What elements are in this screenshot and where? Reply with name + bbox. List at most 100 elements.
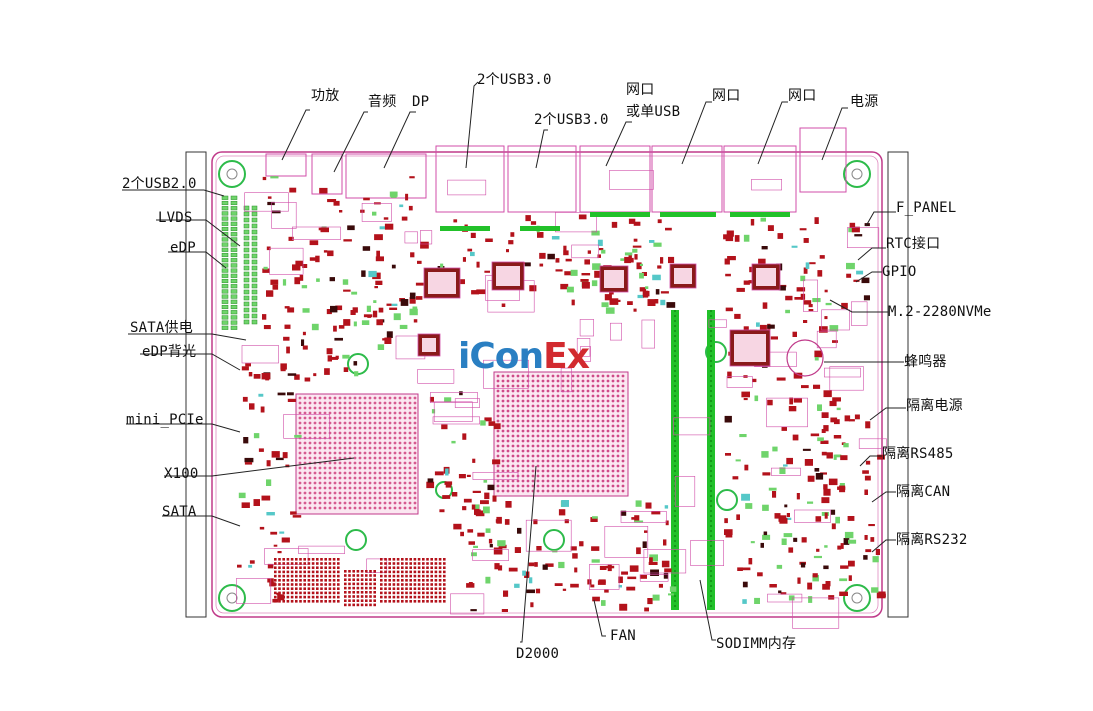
memory-pad [316, 583, 319, 586]
bga-ball [403, 406, 407, 410]
memory-pad [438, 579, 442, 582]
smd-component [770, 336, 778, 340]
smd-component [739, 434, 747, 438]
smd-component [725, 307, 733, 312]
smd-component [416, 296, 423, 300]
bga-ball [581, 414, 585, 418]
component-outline [708, 319, 727, 328]
smd-component [282, 279, 287, 286]
smd-component [649, 557, 653, 564]
bga-ball [308, 456, 312, 460]
smd-component [836, 407, 841, 411]
smd-component [384, 223, 394, 230]
memory-pad [438, 566, 442, 569]
smd-component [807, 582, 813, 590]
smd-component [302, 264, 308, 268]
smd-component [524, 571, 530, 578]
memory-pad [316, 579, 319, 582]
bga-ball [363, 461, 367, 465]
bga-ball [393, 426, 397, 430]
memory-pad [344, 599, 347, 602]
bga-ball [596, 384, 600, 388]
bga-ball [358, 486, 362, 490]
bga-ball [388, 411, 392, 415]
bga-ball [611, 399, 615, 403]
bga-ball [398, 401, 402, 405]
bga-ball [516, 439, 520, 443]
smd-component [758, 258, 766, 264]
bga-ball [343, 431, 347, 435]
bga-ball [313, 481, 317, 485]
bga-ball [526, 409, 530, 413]
smd-component [788, 595, 795, 601]
smd-component [287, 398, 296, 402]
component-outline [454, 398, 480, 408]
smd-component [652, 274, 661, 281]
bga-ball [393, 476, 397, 480]
bga-ball [606, 399, 610, 403]
memory-pad [426, 591, 429, 595]
smd-component [494, 563, 500, 570]
bga-ball [576, 384, 580, 388]
header-pin [230, 320, 238, 325]
memory-pad [438, 570, 442, 574]
smd-component [383, 217, 389, 220]
bga-ball [501, 424, 505, 428]
smd-component [390, 191, 397, 198]
bga-ball [601, 444, 605, 448]
header-pin [243, 289, 250, 295]
memory-pad [278, 600, 281, 603]
bga-ball [576, 454, 580, 458]
bga-ball [581, 389, 585, 393]
bga-ball [561, 479, 565, 483]
bga-ball [616, 419, 620, 423]
bga-ball [303, 471, 307, 475]
smd-component [238, 492, 246, 499]
label-iso-power: 隔离电源 [906, 398, 963, 414]
bga-ball [576, 464, 580, 468]
smd-component [391, 264, 396, 269]
bga-ball [591, 449, 595, 453]
smd-component [832, 340, 838, 343]
memory-pad [396, 591, 400, 595]
bga-ball [383, 466, 387, 470]
bga-ball [353, 491, 357, 495]
bga-ball [398, 456, 402, 460]
bga-ball [403, 436, 407, 440]
bga-ball [323, 421, 327, 425]
bga-ball [601, 424, 605, 428]
bga-ball [308, 506, 312, 510]
bga-ball [388, 456, 392, 460]
bga-ball [566, 374, 570, 378]
smd-component [629, 565, 639, 572]
pad-strip [660, 212, 716, 217]
memory-pad [396, 579, 400, 582]
smd-component [743, 234, 750, 242]
smd-component [484, 492, 490, 500]
memory-pad [380, 600, 383, 603]
smd-component [644, 607, 649, 612]
smd-component [287, 392, 294, 396]
bga-ball [328, 411, 332, 415]
bga-ball [393, 466, 397, 470]
bga-ball [378, 446, 382, 450]
memory-pad [430, 566, 433, 569]
bga-ball [318, 406, 322, 410]
bga-ball [298, 481, 302, 485]
bga-ball [586, 489, 590, 493]
bga-ball [343, 451, 347, 455]
bga-ball [531, 399, 535, 403]
bga-ball [313, 476, 317, 480]
memory-pad [434, 566, 438, 569]
bga-ball [303, 476, 307, 480]
bga-ball [353, 461, 357, 465]
bga-ball [348, 481, 352, 485]
bga-ball [516, 459, 520, 463]
bga-ball [526, 454, 530, 458]
component-outline [803, 279, 818, 312]
smd-component [633, 308, 637, 312]
bga-ball [333, 506, 337, 510]
bga-ball [536, 434, 540, 438]
smd-component [846, 273, 852, 278]
bga-ball [576, 419, 580, 423]
